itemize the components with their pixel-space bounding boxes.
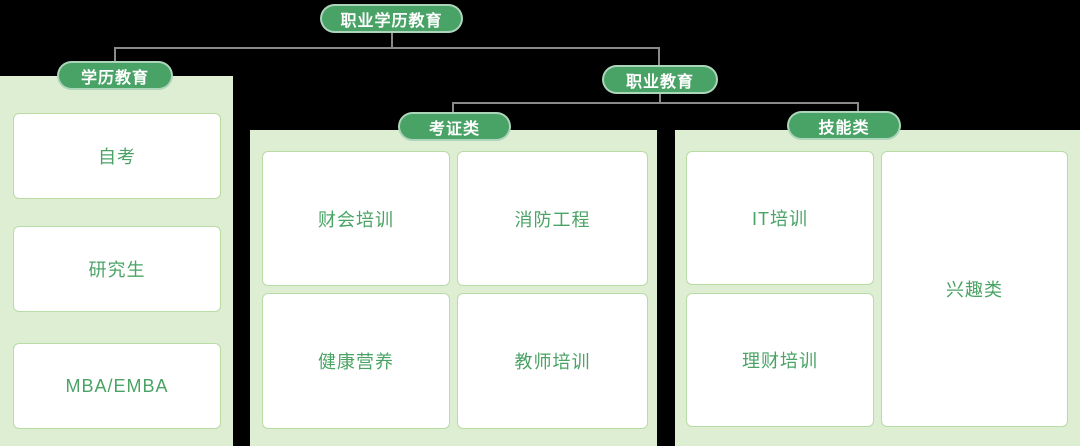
card-interest-category: 兴趣类 <box>881 151 1068 427</box>
connector-level2-right-drop <box>857 102 859 112</box>
card-fire-engineering: 消防工程 <box>457 151 648 286</box>
card-mba-emba: MBA/EMBA <box>13 343 221 429</box>
card-it-training: IT培训 <box>686 151 874 285</box>
connector-level2-horizontal <box>452 102 859 104</box>
node-academic-education: 学历教育 <box>57 61 173 90</box>
card-health-nutrition: 健康营养 <box>262 293 450 429</box>
connector-level1-horizontal <box>114 47 660 49</box>
connector-zhiye-down <box>659 93 661 104</box>
connector-level2-left-drop <box>452 102 454 113</box>
panel-skills-category: IT培训 理财培训 兴趣类 <box>675 130 1080 446</box>
node-skills-category: 技能类 <box>787 111 901 140</box>
card-finance-training: 理财培训 <box>686 293 874 427</box>
node-vocational-education: 职业教育 <box>602 65 718 94</box>
panel-academic-education: 自考 研究生 MBA/EMBA <box>0 76 233 446</box>
card-postgraduate: 研究生 <box>13 226 221 312</box>
connector-level1-right-drop <box>658 47 660 66</box>
panel-certification-category: 财会培训 消防工程 健康营养 教师培训 <box>250 130 657 446</box>
card-finance-accounting-training: 财会培训 <box>262 151 450 286</box>
card-teacher-training: 教师培训 <box>457 293 648 429</box>
node-certification-category: 考证类 <box>398 112 511 141</box>
connector-root-down <box>391 29 393 48</box>
card-self-study-exam: 自考 <box>13 113 221 199</box>
node-root-vocational-academic-education: 职业学历教育 <box>320 4 463 33</box>
connector-level1-left-drop <box>114 47 116 62</box>
